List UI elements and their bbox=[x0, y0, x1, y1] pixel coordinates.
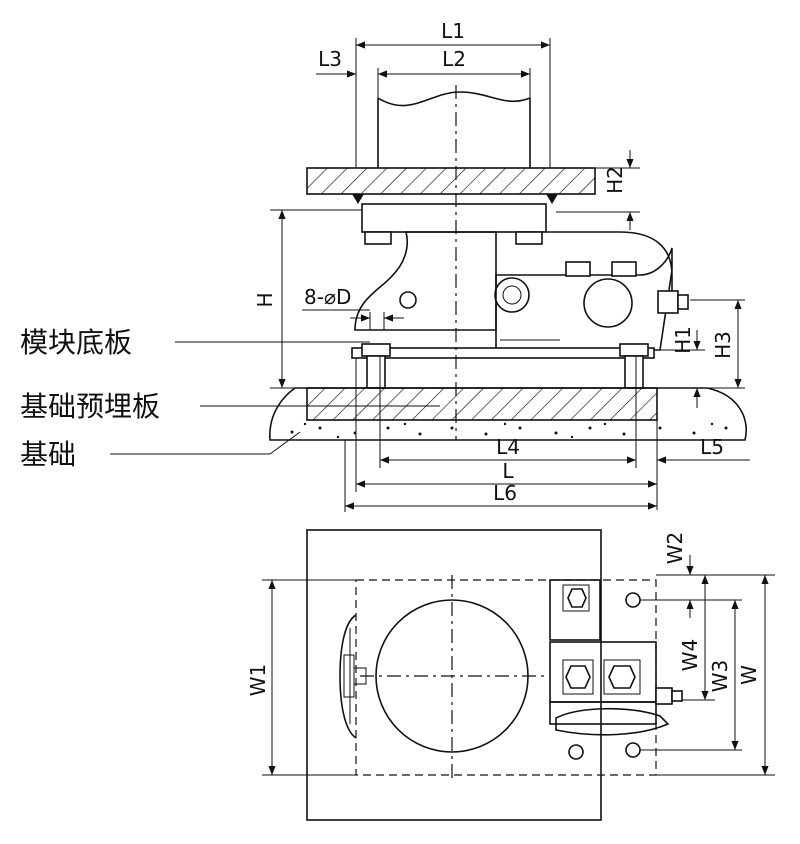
hook-body bbox=[354, 231, 497, 331]
anchor-bolt bbox=[361, 343, 391, 357]
top-plate bbox=[306, 167, 596, 195]
side-view: L1 L2 L3 H2 H 8-⌀D H1 bbox=[20, 19, 750, 512]
dim-L6: L6 bbox=[493, 481, 517, 505]
foundation bbox=[269, 387, 747, 441]
small-pin bbox=[399, 291, 417, 309]
cable-gland bbox=[657, 290, 679, 314]
dim-L1: L1 bbox=[441, 19, 465, 43]
dim-W3: W3 bbox=[708, 660, 732, 693]
dim-H3: H3 bbox=[711, 331, 735, 359]
bolt bbox=[515, 231, 543, 245]
mount-hole bbox=[625, 592, 641, 608]
hex-bolt bbox=[603, 659, 641, 695]
dim-L5: L5 bbox=[700, 435, 724, 459]
embedded-plate-top bbox=[306, 529, 602, 821]
upper-mount-plate bbox=[361, 203, 547, 233]
dim-L2: L2 bbox=[442, 47, 466, 71]
embedded-plate bbox=[306, 387, 658, 421]
label-module-base-plate: 模块底板 bbox=[20, 326, 132, 359]
dim-H1: H1 bbox=[671, 326, 695, 354]
hook-profile bbox=[339, 614, 357, 739]
hex-bolt bbox=[562, 659, 594, 695]
bolt bbox=[364, 231, 392, 245]
dim-W1: W1 bbox=[246, 664, 270, 697]
dim-H: H bbox=[253, 292, 277, 307]
dim-W2: W2 bbox=[663, 532, 687, 565]
label-foundation: 基础 bbox=[20, 438, 76, 471]
dim-W: W bbox=[737, 665, 761, 685]
dim-H2: H2 bbox=[603, 166, 627, 194]
dim-W4: W4 bbox=[678, 639, 702, 672]
mount-hole bbox=[625, 742, 641, 758]
strap-top bbox=[555, 707, 670, 736]
cable-gland-top bbox=[655, 687, 673, 705]
load-cell-hole bbox=[583, 278, 633, 328]
concrete-speckles bbox=[290, 422, 728, 439]
label-embedded-plate: 基础预埋板 bbox=[20, 390, 160, 423]
module-base-plate bbox=[351, 347, 655, 359]
column bbox=[377, 91, 531, 107]
dim-holes: 8-⌀D bbox=[304, 285, 351, 309]
module-outline bbox=[355, 579, 657, 776]
dim-L3: L3 bbox=[318, 47, 342, 71]
ball-joint bbox=[494, 277, 530, 313]
top-view: W1 W W3 W4 W2 bbox=[246, 529, 775, 821]
retainer-strap bbox=[546, 231, 673, 300]
dim-L: L bbox=[502, 459, 514, 483]
hex-bolt bbox=[562, 584, 590, 612]
dim-L4: L4 bbox=[496, 435, 520, 459]
anchor-bolt bbox=[619, 343, 649, 357]
mount-hole bbox=[568, 744, 584, 760]
